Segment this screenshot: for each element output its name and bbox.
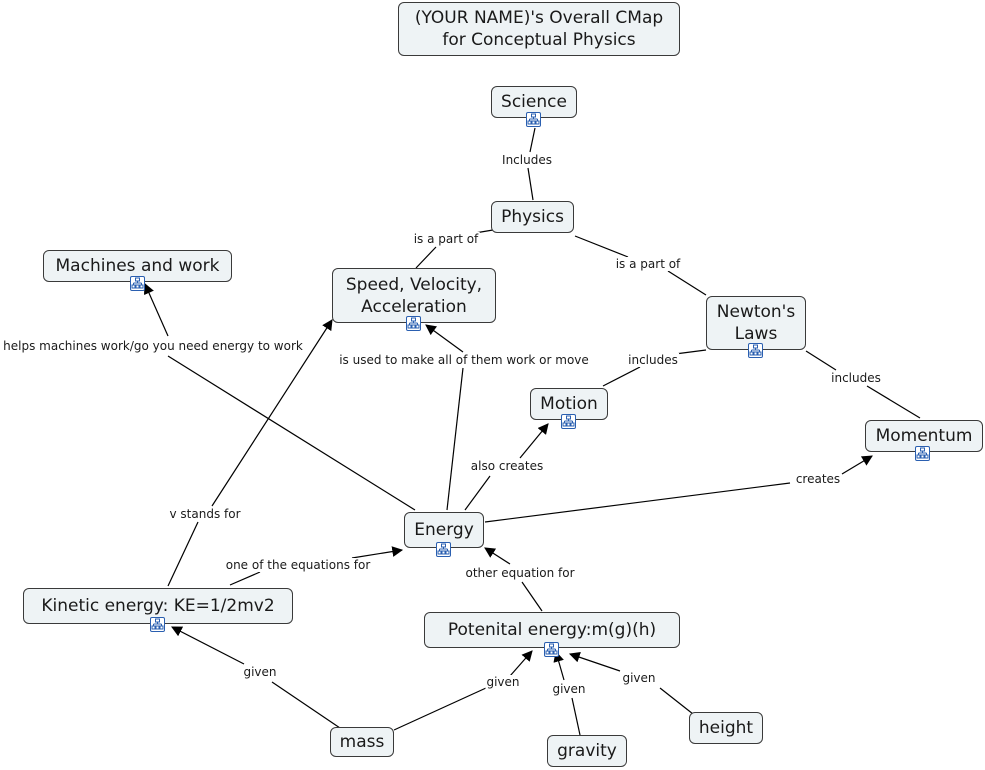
concept-momentum-label: Momentum — [875, 426, 973, 446]
connector-newtons-includes2 — [805, 350, 837, 371]
connector-given-potential2 — [568, 652, 621, 672]
concept-machines-and-work[interactable]: Machines and work — [43, 250, 232, 282]
concept-kinetic-energy[interactable]: Kinetic energy: KE=1/2mv2 — [23, 588, 293, 624]
connector-given2-potential — [509, 650, 533, 677]
cmap-link-icon[interactable] — [544, 642, 559, 657]
link-label-includes[interactable]: includes — [830, 371, 882, 385]
concept-height-label: height — [698, 718, 754, 738]
connector-kinetic-vstands — [167, 521, 199, 587]
connector-kinetic-oneof — [229, 571, 261, 586]
connector-gravity-given — [571, 697, 581, 736]
link-label-includes[interactable]: includes — [627, 353, 679, 367]
concept-height[interactable]: height — [689, 712, 763, 744]
concept-mass[interactable]: mass — [330, 727, 394, 757]
map-title[interactable]: (YOUR NAME)'s Overall CMap for Conceptua… — [398, 2, 680, 56]
concept-physics[interactable]: Physics — [491, 201, 574, 233]
link-label-given[interactable]: given — [551, 682, 587, 696]
cmap-link-icon[interactable] — [748, 343, 763, 358]
connector-mass-given — [271, 681, 341, 729]
connector-includes2-momentum — [866, 385, 921, 419]
map-title-text: (YOUR NAME)'s Overall CMap for Conceptua… — [414, 8, 664, 50]
concept-potential-label: Potenital energy:m(g)(h) — [447, 620, 657, 640]
link-label-one-of-equations[interactable]: one of the equations for — [224, 558, 372, 572]
link-label-given[interactable]: given — [242, 665, 278, 679]
connector-usedto-speed — [425, 324, 464, 353]
connector-partof2-newtons — [667, 270, 707, 296]
concept-speed-label: Speed, Velocity, Acceleration — [345, 274, 483, 317]
concept-speed-velocity-acceleration[interactable]: Speed, Velocity, Acceleration — [332, 268, 496, 323]
cmap-link-icon[interactable] — [561, 414, 576, 429]
concept-motion-label: Motion — [540, 394, 598, 414]
concept-mass-label: mass — [339, 732, 385, 752]
connector-science-includes — [529, 127, 536, 153]
connector-partof-speed — [415, 246, 437, 269]
connector-energy-creates — [484, 482, 791, 523]
link-label-includes[interactable]: Includes — [501, 153, 553, 167]
concept-physics-label: Physics — [501, 207, 564, 227]
link-label-given[interactable]: given — [485, 675, 521, 689]
concept-newtons-laws[interactable]: Newton's Laws — [706, 296, 806, 350]
connector-energy-usedto — [446, 367, 464, 511]
link-label-also-creates[interactable]: also creates — [469, 459, 545, 473]
connector-energy-alsocreates — [464, 475, 491, 511]
connector-physics-partof2 — [574, 235, 629, 258]
link-label-v-stands-for[interactable]: v stands for — [168, 507, 242, 521]
concept-science[interactable]: Science — [491, 86, 577, 118]
concept-gravity[interactable]: gravity — [547, 735, 627, 767]
connector-other-energy — [484, 547, 511, 565]
connector-helps-machines — [143, 283, 169, 337]
cmap-link-icon[interactable] — [915, 446, 930, 461]
link-label-given[interactable]: given — [621, 671, 657, 685]
link-label-creates[interactable]: creates — [794, 472, 842, 486]
link-label-helps-machines[interactable]: helps machines work/go you need energy t… — [2, 339, 304, 353]
concept-newtons-laws-label: Newton's Laws — [716, 302, 796, 344]
cmap-link-icon[interactable] — [130, 276, 145, 291]
connector-mass-given2 — [393, 687, 487, 731]
link-label-is-used-to-make[interactable]: is used to make all of them work or move — [338, 353, 590, 367]
connector-height-given — [659, 687, 694, 715]
connector-energy-helps — [167, 355, 416, 511]
connector-given-kinetic — [171, 626, 245, 665]
cmap-link-icon[interactable] — [406, 316, 421, 331]
connector-includes-motion — [602, 366, 641, 387]
connector-newtons-includes — [674, 349, 707, 355]
connector-creates-momentum — [841, 455, 873, 475]
concept-kinetic-label: Kinetic energy: KE=1/2mv2 — [41, 596, 275, 616]
cmap-link-icon[interactable] — [526, 112, 541, 127]
connector-includes-physics — [527, 167, 534, 201]
connector-oneof-energy — [351, 546, 404, 559]
concept-momentum[interactable]: Momentum — [865, 420, 983, 452]
connector-potential-other — [521, 581, 543, 612]
cmap-link-icon[interactable] — [150, 617, 165, 632]
concept-energy-label: Energy — [414, 520, 474, 540]
cmap-link-icon[interactable] — [436, 542, 451, 557]
link-label-is-a-part-of[interactable]: is a part of — [412, 232, 480, 246]
connector-alsocreates-motion — [519, 423, 549, 459]
concept-machines-label: Machines and work — [55, 256, 220, 276]
concept-science-label: Science — [501, 92, 567, 112]
link-label-other-equation[interactable]: other equation for — [464, 566, 576, 580]
connector-vstands-speed — [211, 319, 333, 507]
link-label-is-a-part-of[interactable]: is a part of — [614, 257, 682, 271]
concept-gravity-label: gravity — [557, 741, 617, 761]
